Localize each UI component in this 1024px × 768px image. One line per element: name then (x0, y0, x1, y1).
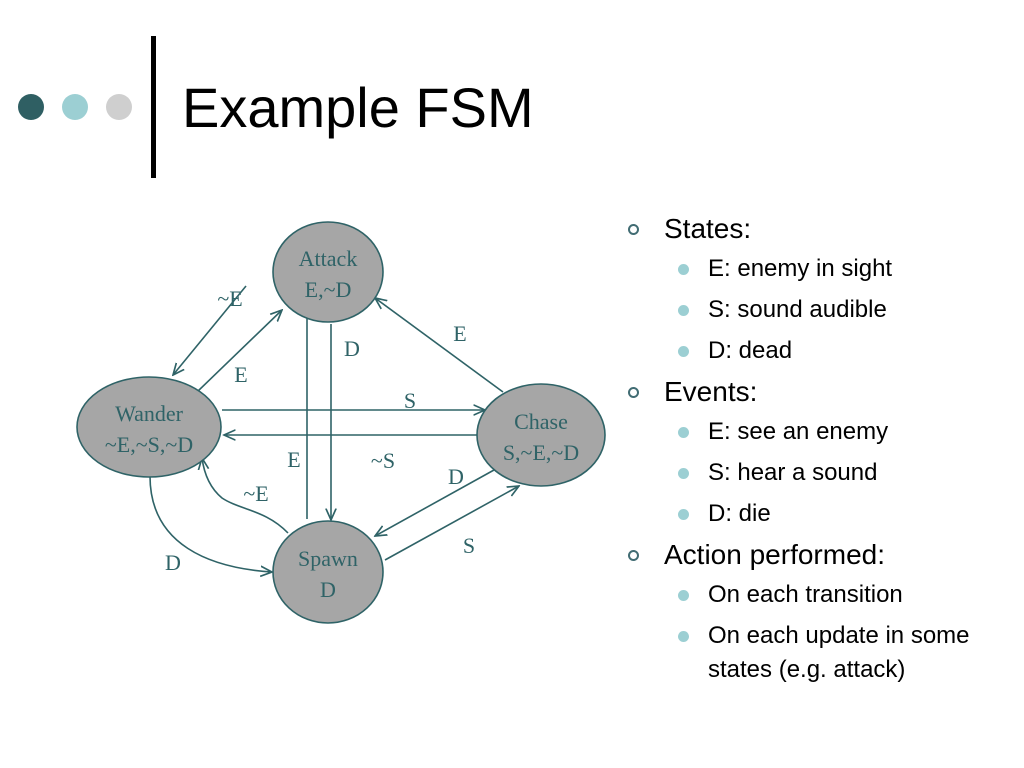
edge-label: D (165, 550, 181, 575)
dot-bullet-icon (678, 346, 689, 357)
state-node-condition: E,~D (305, 277, 352, 302)
dot-bullet-icon (678, 509, 689, 520)
edge-wander-to-spawn (149, 475, 272, 572)
dot-light-icon (106, 94, 132, 120)
state-node-condition: ~E,~S,~D (105, 432, 193, 457)
bullet-level2: S: sound audible (626, 293, 1016, 327)
dot-bullet-icon (678, 264, 689, 275)
edge-label: E (234, 362, 247, 387)
dot-bullet-icon (678, 631, 689, 642)
edge-label: S (404, 388, 416, 413)
state-node-shape (76, 376, 222, 478)
bullet-subtext: On each transition (708, 581, 903, 608)
edge-wander-to-attack (196, 310, 282, 393)
bullet-level2: E: see an enemy (626, 415, 1016, 449)
bullet-subtext: D: die (708, 500, 771, 527)
edge-spawn-to-chase (384, 486, 519, 561)
bullet-level2: D: dead (626, 334, 1016, 368)
edge-spawn-to-wander (202, 458, 289, 534)
bullet-subtext: S: hear a sound (708, 459, 878, 486)
bullet-level2: On each transition (626, 578, 1016, 612)
state-node-condition: D (320, 577, 336, 602)
bullet-text: Events: (664, 376, 758, 407)
state-node-wander: Wander ~E,~S,~D (76, 376, 222, 478)
bullet-text: Action performed: (664, 539, 885, 570)
edge-label: E (287, 447, 300, 472)
dot-bullet-icon (678, 590, 689, 601)
edge-chase-to-attack (375, 298, 504, 393)
bullet-subtext: D: dead (708, 337, 793, 364)
dot-bullet-icon (678, 305, 689, 316)
bullet-text: States: (664, 213, 752, 244)
bullet-level2: On each update in some states (e.g. atta… (626, 619, 1016, 687)
edge-chase-to-spawn (375, 469, 495, 536)
bullet-subtext: S: sound audible (708, 296, 887, 323)
dot-dark-icon (18, 94, 44, 120)
edge-label: ~E (217, 286, 242, 311)
ring-bullet-icon (628, 550, 639, 561)
edge-attack-to-wander (173, 285, 247, 375)
bullet-subtext: E: enemy in sight (708, 255, 893, 282)
state-node-name: Wander (115, 401, 184, 426)
bullet-level2: D: die (626, 497, 1016, 531)
bullet-subtext: On each update in some states (e.g. atta… (708, 622, 970, 683)
bullet-level2: S: hear a sound (626, 456, 1016, 490)
state-node-shape (272, 221, 384, 323)
ring-bullet-icon (628, 387, 639, 398)
state-node-name: Chase (514, 409, 568, 434)
state-node-shape (476, 383, 606, 487)
title-divider (151, 36, 156, 178)
edge-label: S (463, 533, 475, 558)
edge-label: ~S (371, 448, 395, 473)
edge-label: ~E (243, 481, 268, 506)
dot-bullet-icon (678, 427, 689, 438)
dot-mid-icon (62, 94, 88, 120)
edge-label: D (448, 464, 464, 489)
state-node-name: Spawn (298, 546, 358, 571)
ring-bullet-icon (628, 224, 639, 235)
decorative-dots (18, 94, 133, 120)
edge-label: D (344, 336, 360, 361)
edge-label: E (453, 321, 466, 346)
slide-title: Example FSM (182, 76, 534, 139)
dot-bullet-icon (678, 468, 689, 479)
bullet-subtext: E: see an enemy (708, 418, 889, 445)
state-node-condition: S,~E,~D (503, 440, 579, 465)
bullet-list: States: E: enemy in sight S: sound audible… (626, 212, 1016, 694)
bullet-level1: States: (626, 212, 1016, 246)
state-node-name: Attack (299, 246, 358, 271)
state-node-shape (272, 520, 384, 624)
bullet-level2: E: enemy in sight (626, 252, 1016, 286)
bullet-level1: Action performed: (626, 538, 1016, 572)
bullet-level1: Events: (626, 375, 1016, 409)
